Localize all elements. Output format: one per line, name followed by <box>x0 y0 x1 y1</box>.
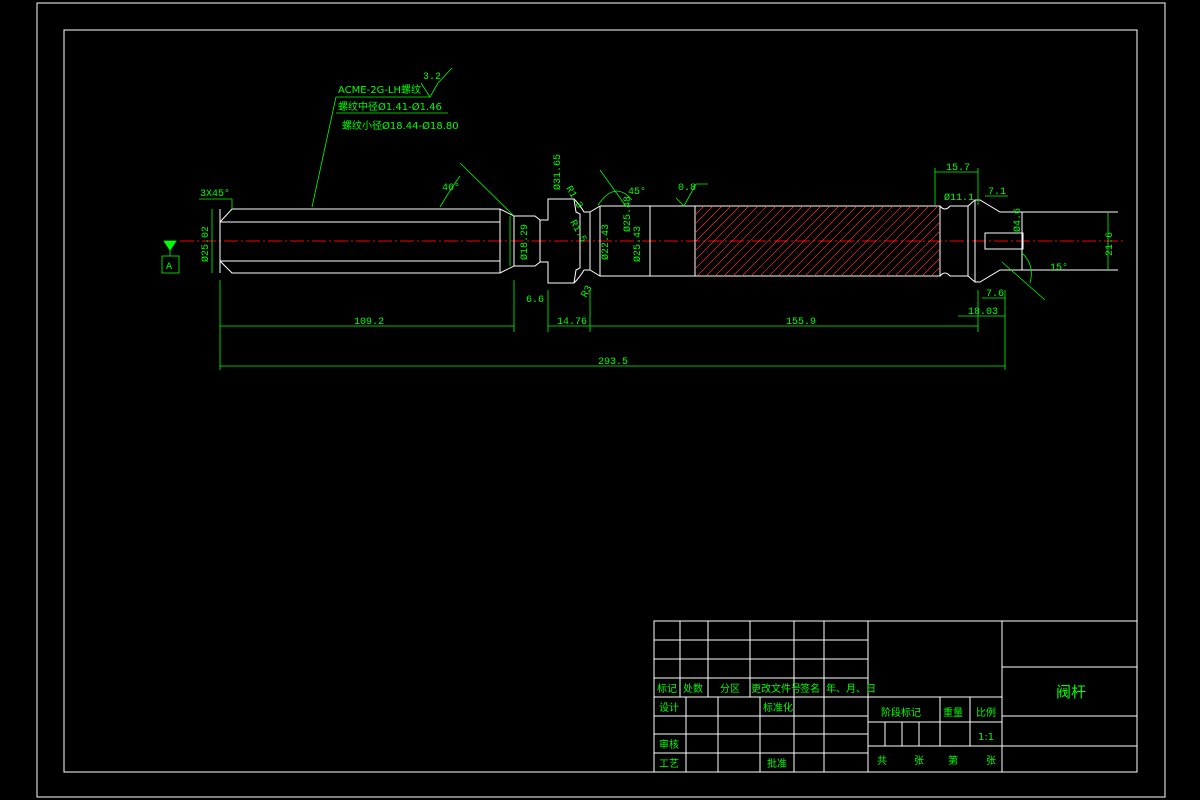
tb-sheet-prefix: 第 <box>948 754 958 767</box>
hatch-line <box>714 205 786 277</box>
inner-frame <box>63 29 1138 773</box>
thread-minor-label: 螺纹小径Ø18.44-Ø18.80 <box>342 119 459 132</box>
hatch-line <box>894 230 941 277</box>
hatch-line <box>840 205 912 277</box>
dia-18-29: Ø18.29 <box>519 224 531 260</box>
tb-design: 设计 <box>659 701 679 714</box>
tb-total-suffix: 张 <box>914 755 924 767</box>
hatch-line <box>867 205 939 277</box>
annotations: ACME-2G-LH螺纹 螺纹中径Ø1.41-Ø1.46 螺纹小径Ø18.44-… <box>166 72 1116 368</box>
dim-21-6: 21.6 <box>1105 232 1116 256</box>
outer-border <box>36 2 1166 798</box>
dim-18-03: 18.03 <box>968 307 998 318</box>
dim-293-5: 293.5 <box>598 357 628 368</box>
hatch-line <box>741 205 813 277</box>
hatch-line <box>694 205 705 216</box>
hatch-line <box>858 205 930 277</box>
chamfer-label: 3X45° <box>200 188 230 200</box>
hatch-line <box>705 205 777 277</box>
r-1-5: R1.5 <box>567 219 589 245</box>
shaft-outline <box>219 198 1118 284</box>
dia-25-48: Ø25.48 <box>622 196 634 232</box>
hatch-line <box>831 205 903 277</box>
thread-spec-label: ACME-2G-LH螺纹 <box>338 83 421 96</box>
roughness-0-8: 0.8 <box>678 183 696 194</box>
tb-sheet-suffix: 张 <box>986 755 996 767</box>
angle-46-label: 46° <box>442 182 460 194</box>
tb-total-prefix: 共 <box>877 755 887 767</box>
datum-a-label: A <box>166 262 172 273</box>
hatch-line <box>694 205 732 243</box>
hatch-line <box>813 205 885 277</box>
hatch-line <box>768 205 840 277</box>
dim-109-2: 109.2 <box>354 317 384 328</box>
hatch-line <box>795 205 867 277</box>
hatch-line <box>885 221 941 277</box>
dim-7-6: 7.6 <box>986 289 1004 300</box>
tb-approve: 批准 <box>767 757 787 770</box>
tb-mark: 标记 <box>657 683 677 695</box>
dim-7-1: 7.1 <box>988 187 1006 198</box>
hatch-line <box>921 257 941 277</box>
dim-15-7: 15.7 <box>946 163 970 174</box>
tb-change-doc: 更改文件号 <box>751 682 801 695</box>
hatch-line <box>822 205 894 277</box>
tb-scale-value: 1:1 <box>978 732 994 743</box>
dia-31-65: Ø31.65 <box>552 154 564 190</box>
hatch-line <box>849 205 921 277</box>
tb-count: 处数 <box>683 682 703 695</box>
tb-process: 工艺 <box>659 758 679 770</box>
angle-45-label: 45° <box>628 186 646 198</box>
hatch-line <box>723 205 795 277</box>
hatch-line <box>750 205 822 277</box>
dimension-lines <box>161 67 1109 370</box>
hatch-line <box>694 205 741 252</box>
tb-weight: 重量 <box>943 706 963 719</box>
knurl-hatching <box>694 205 941 277</box>
hatch-line <box>694 205 723 234</box>
part-name: 阀杆 <box>1056 683 1086 701</box>
hatch-line <box>930 266 941 277</box>
hatch-line <box>804 205 876 277</box>
hatch-line <box>732 205 804 277</box>
dia-4-6: Ø4.6 <box>1012 208 1024 232</box>
hatch-line <box>694 205 759 270</box>
hatch-line <box>759 205 831 277</box>
hatch-line <box>876 212 941 277</box>
hatch-line <box>903 239 941 277</box>
tb-scale: 比例 <box>976 706 996 719</box>
roughness-3-2: 3.2 <box>423 72 441 83</box>
hatch-line <box>777 205 849 277</box>
hatch-line <box>786 205 858 277</box>
tb-signature: 签名 <box>800 682 820 695</box>
tb-stage-mark: 阶段标记 <box>881 706 921 719</box>
dim-14-76: 14.76 <box>557 317 587 328</box>
dim-155-9: 155.9 <box>786 317 816 328</box>
hatch-line <box>696 205 768 277</box>
dia-25-43: Ø25.43 <box>632 226 644 262</box>
dia-22-43: Ø22.43 <box>600 224 612 260</box>
angle-15-label: 15° <box>1050 262 1068 274</box>
r-3: R3 <box>580 284 596 300</box>
tb-review: 审核 <box>659 738 679 751</box>
r-1-3: R1.3 <box>563 185 585 211</box>
hatch-line <box>912 248 941 277</box>
tb-date: 年、月、日 <box>826 682 876 695</box>
hatch-line <box>694 205 750 261</box>
dia-25-02: Ø25.02 <box>200 226 212 262</box>
tb-zone: 分区 <box>720 683 740 695</box>
tb-standardize: 标准化 <box>763 701 793 714</box>
dim-6-6: 6.6 <box>526 295 544 306</box>
hatch-line <box>694 205 714 225</box>
dia-11-1: Ø11.1 <box>944 192 974 204</box>
thread-pitch-label: 螺纹中径Ø1.41-Ø1.46 <box>338 100 442 113</box>
title-block: 阀杆 标记 处数 分区 更改文件号 签名 年、月、日 设计 标准化 阶段标记 重… <box>653 620 1138 773</box>
